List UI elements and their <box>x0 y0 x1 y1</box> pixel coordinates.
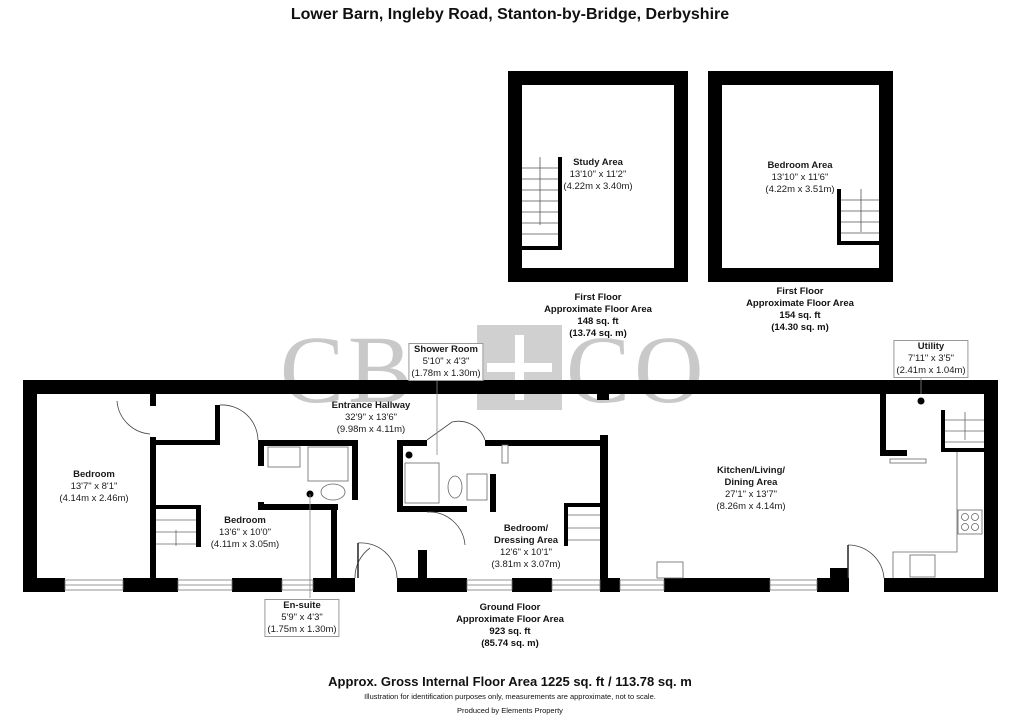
room-label-utility: Utility 7'11" x 3'5" (2.41m x 1.04m) <box>893 340 969 378</box>
room-label-shower-room: Shower Room 5'10" x 4'3" (1.78m x 1.30m) <box>408 343 484 381</box>
first-floor-study-plan <box>508 71 688 282</box>
producer-credit: Produced by Elements Property <box>457 706 563 715</box>
room-label-study-area: Study Area 13'10" x 11'2" (4.22m x 3.40m… <box>563 157 633 192</box>
room-label-bedroom-2: Bedroom 13'6" x 10'0" (4.11m x 3.05m) <box>210 515 280 550</box>
watermark-left: CB <box>280 316 417 423</box>
room-label-dressing-area: Bedroom/ Dressing Area 12'6" x 10'1" (3.… <box>491 523 561 570</box>
watermark-right: CO <box>566 316 708 423</box>
room-label-bedroom-1: Bedroom 13'7" x 8'1" (4.14m x 2.46m) <box>59 469 129 504</box>
room-label-en-suite: En-suite 5'9" x 4'3" (1.75m x 1.30m) <box>264 599 340 637</box>
first-floor-area-bedroom: First Floor Approximate Floor Area 154 s… <box>746 286 854 333</box>
room-label-entrance-hallway: Entrance Hallway 32'9" x 13'6" (9.98m x … <box>331 400 411 435</box>
first-floor-bedroom-plan <box>708 71 893 282</box>
room-label-bedroom-area: Bedroom Area 13'10" x 11'6" (4.22m x 3.5… <box>765 160 835 195</box>
ground-floor-walls <box>23 380 998 592</box>
first-floor-area-study: First Floor Approximate Floor Area 148 s… <box>544 292 652 339</box>
gross-internal-area: Approx. Gross Internal Floor Area 1225 s… <box>328 674 692 689</box>
plan-title: Lower Barn, Ingleby Road, Stanton-by-Bri… <box>290 6 730 23</box>
ground-floor-area: Ground Floor Approximate Floor Area 923 … <box>456 602 564 649</box>
disclaimer: Illustration for identification purposes… <box>364 692 656 701</box>
room-label-kitchen-living-dining: Kitchen/Living/ Dining Area 27'1" x 13'7… <box>716 465 786 512</box>
